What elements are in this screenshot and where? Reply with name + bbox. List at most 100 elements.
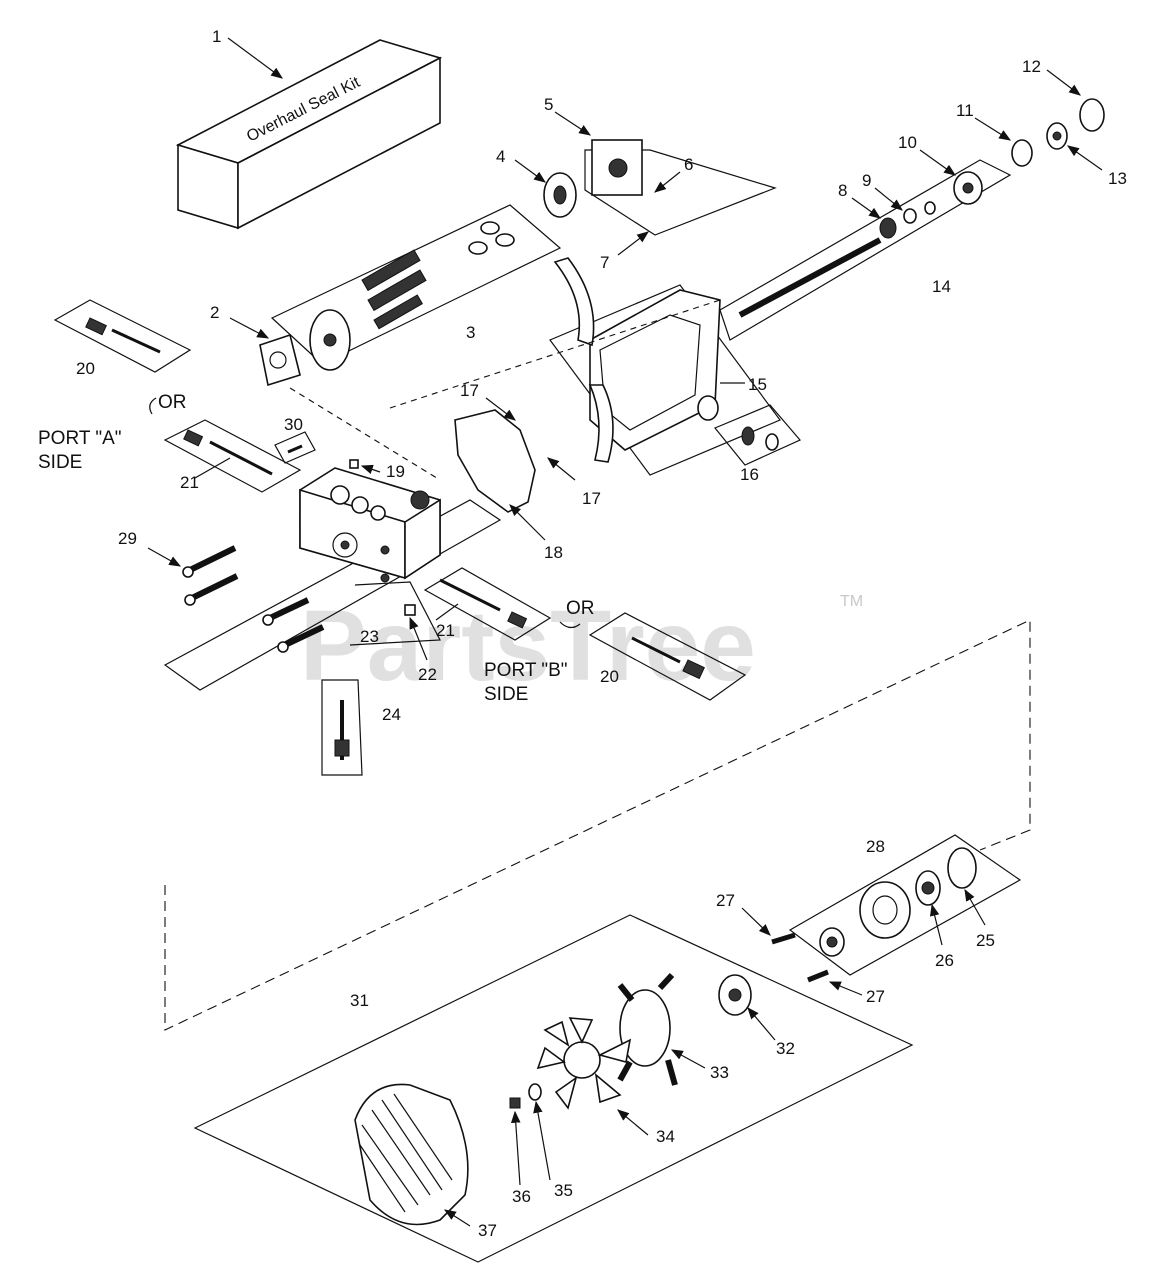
callout-22: 22 <box>418 665 437 684</box>
leader-6 <box>654 171 681 193</box>
callout-26: 26 <box>935 951 954 970</box>
callout-8: 8 <box>838 181 847 200</box>
callout-25: 25 <box>976 931 995 950</box>
callout-16: 16 <box>740 465 759 484</box>
callout-17b: 17 <box>582 489 601 508</box>
callout-30: 30 <box>284 415 303 434</box>
part-37-fan-cover[interactable] <box>354 1083 469 1226</box>
part-20-check-valve-b[interactable] <box>588 612 747 701</box>
part-18-gasket[interactable] <box>454 409 536 513</box>
leader-11 <box>974 117 1012 141</box>
connector-mid <box>289 387 441 481</box>
callout-13: 13 <box>1108 169 1127 188</box>
leader-25 <box>964 888 986 926</box>
part-3-cylinder-block[interactable] <box>270 204 562 371</box>
leader-21b <box>435 603 459 621</box>
callout-29: 29 <box>118 529 137 548</box>
callout-20b: 20 <box>600 667 619 686</box>
callout-4: 4 <box>496 147 505 166</box>
port-a-label: PORT "A" <box>38 428 122 449</box>
leader-12 <box>1046 69 1081 96</box>
leader-5 <box>554 111 592 136</box>
part-4-bearing[interactable] <box>543 172 577 218</box>
part-22-plug[interactable] <box>404 604 416 616</box>
leader-7 <box>617 231 649 256</box>
callout-33: 33 <box>710 1063 729 1082</box>
port-b-side-label: SIDE <box>484 684 528 705</box>
callout-7: 7 <box>600 253 609 272</box>
leader-1 <box>227 37 283 79</box>
part-19-plug[interactable] <box>349 459 359 469</box>
leader-36 <box>510 1110 521 1186</box>
part-33-pulley[interactable] <box>617 972 678 1086</box>
callout-34: 34 <box>656 1127 675 1146</box>
callout-27b: 27 <box>866 987 885 1006</box>
callout-10: 10 <box>898 133 917 152</box>
leader-33 <box>670 1049 706 1069</box>
leader-22 <box>409 616 428 661</box>
part-34-fan[interactable] <box>536 1017 632 1110</box>
part-36-nut[interactable] <box>509 1097 521 1109</box>
callout-6: 6 <box>684 155 693 174</box>
part-26-seal[interactable] <box>915 870 941 906</box>
part-2-swashplate[interactable] <box>259 333 301 387</box>
part-20-check-valve-a[interactable] <box>53 299 192 373</box>
or-label-b: OR <box>566 598 595 619</box>
leader-37 <box>443 1209 471 1227</box>
leader-27a <box>741 907 771 936</box>
callout-19: 19 <box>386 462 405 481</box>
part-15-transaxle-housing[interactable] <box>549 284 781 476</box>
port-a-side-label: SIDE <box>38 452 82 473</box>
part-11-o-ring[interactable] <box>1011 139 1033 167</box>
leader-9 <box>874 187 903 211</box>
callout-5: 5 <box>544 95 553 114</box>
port-b-label: PORT "B" <box>484 660 568 681</box>
callout-17a: 17 <box>460 381 479 400</box>
part-28-housing-group[interactable] <box>788 834 1022 976</box>
leader-19 <box>360 464 381 474</box>
leader-21a <box>194 457 231 479</box>
callout-11: 11 <box>956 101 974 120</box>
callout-24: 24 <box>382 705 401 724</box>
or-bracket-a <box>149 397 157 415</box>
part-13-seal[interactable] <box>1046 122 1068 150</box>
leader-10 <box>919 149 956 176</box>
part-29-bolts[interactable] <box>182 545 325 653</box>
lower-assembly-boundary <box>164 619 1031 1031</box>
callout-15: 15 <box>748 375 767 394</box>
callout-28: 28 <box>866 837 885 856</box>
or-label-a: OR <box>158 392 187 413</box>
leader-8 <box>851 197 881 219</box>
part-27-bolt-b[interactable] <box>807 969 829 983</box>
part-35-washer[interactable] <box>528 1083 542 1101</box>
part-25-o-ring[interactable] <box>947 847 977 889</box>
leader-18 <box>509 504 546 541</box>
leader-27b <box>828 981 863 996</box>
callout-12: 12 <box>1022 57 1041 76</box>
part-23-outline <box>349 581 441 646</box>
leader-4 <box>514 159 546 183</box>
part-24-bypass-rod[interactable] <box>321 679 363 776</box>
leader-34 <box>617 1109 649 1136</box>
part-21-relief-valve-a[interactable] <box>163 419 302 493</box>
callout-18: 18 <box>544 543 563 562</box>
part-1-seal-kit-box[interactable]: Overhaul Seal Kit <box>175 39 443 230</box>
part-center-section[interactable] <box>163 467 502 691</box>
connector-upper-left <box>389 299 721 409</box>
part-16-seal-pair[interactable] <box>714 404 801 466</box>
callout-3: 3 <box>466 323 475 342</box>
callout-14: 14 <box>932 277 951 296</box>
part-30-pin[interactable] <box>274 431 316 464</box>
callout-23: 23 <box>360 627 379 646</box>
part-5-housing-block[interactable] <box>584 139 777 236</box>
leader-17b <box>547 457 576 481</box>
part-21-relief-valve-b[interactable] <box>423 567 552 641</box>
leader-29 <box>147 547 182 567</box>
part-27-bolt-a[interactable] <box>771 932 796 945</box>
callout-27a: 27 <box>716 891 735 910</box>
part-32-washer[interactable] <box>718 974 752 1016</box>
callout-37: 37 <box>478 1221 497 1240</box>
part-12-retaining-ring[interactable] <box>1079 98 1105 132</box>
part-17-bushings[interactable] <box>553 257 614 463</box>
